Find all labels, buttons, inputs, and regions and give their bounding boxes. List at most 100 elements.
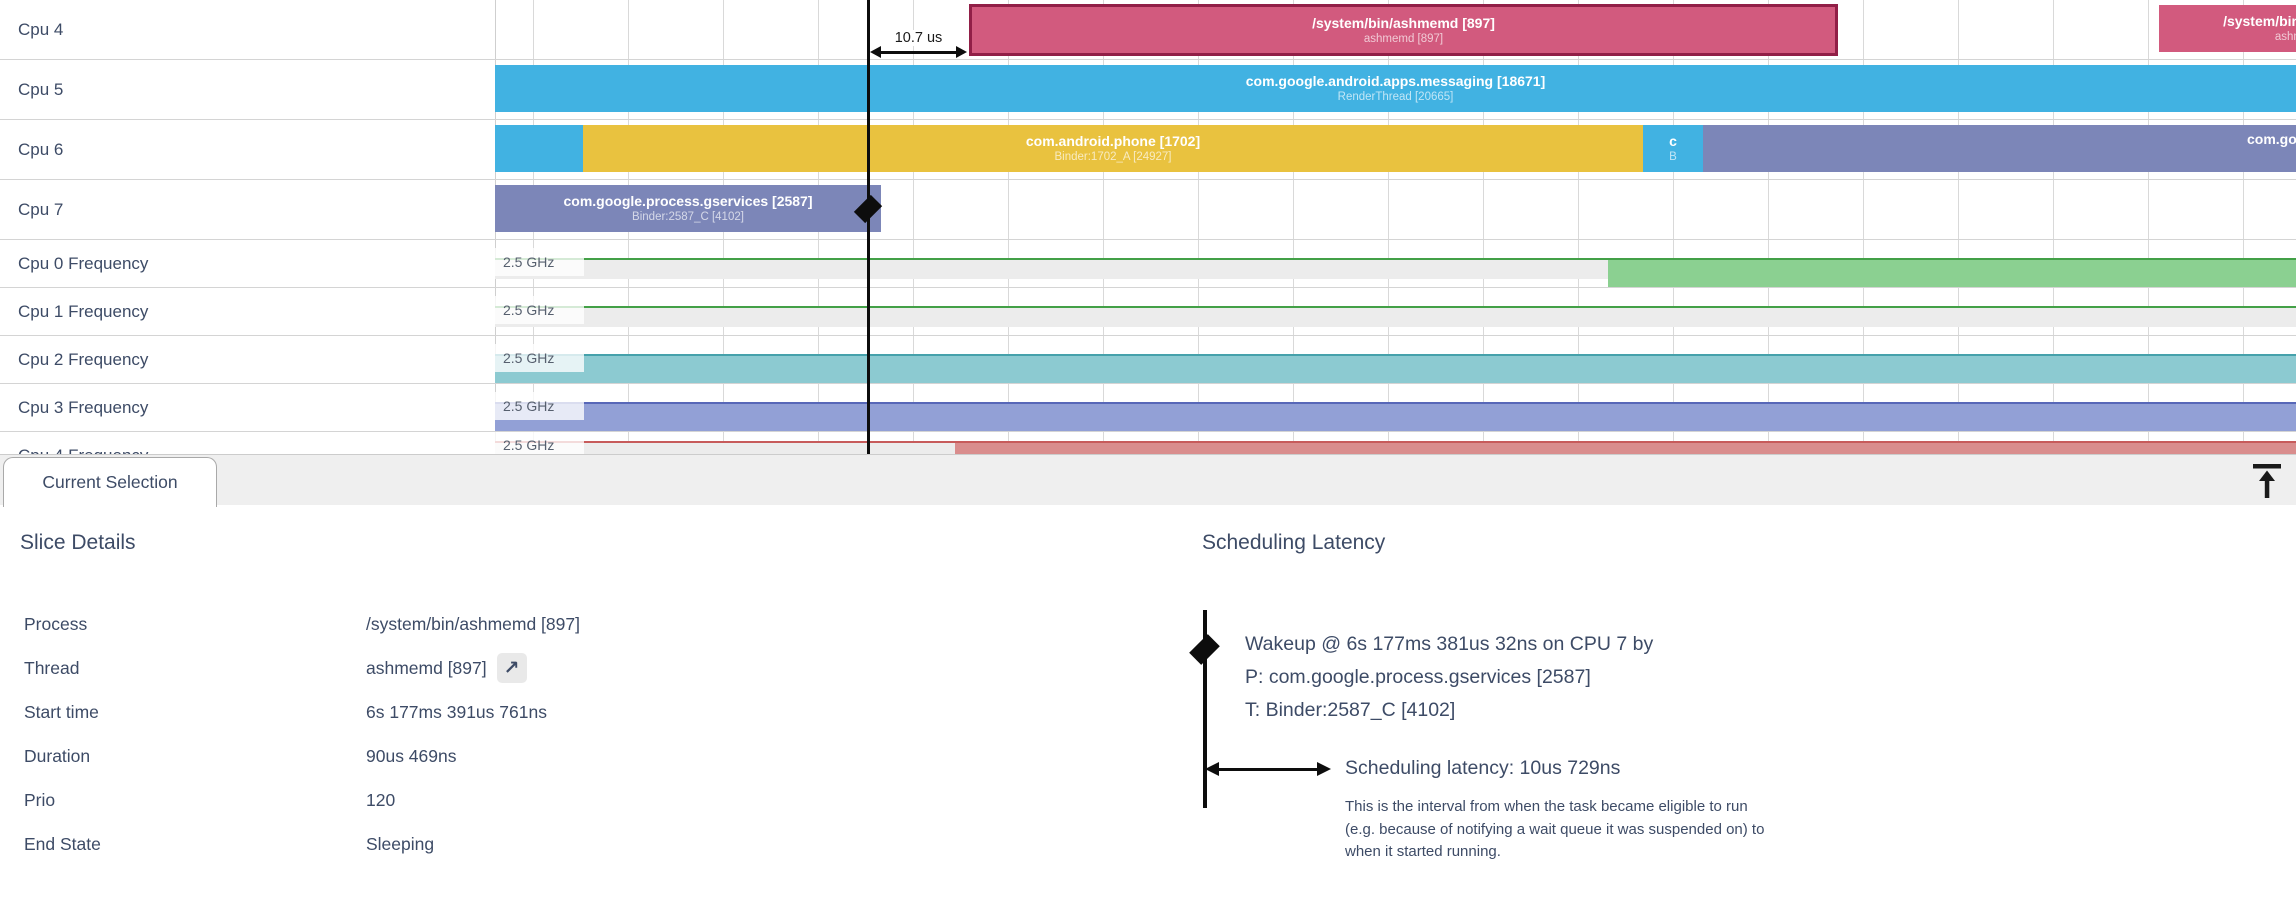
counter-value-chip: 2.5 GHz [495, 248, 584, 276]
track-label-cpu-0-frequency: Cpu 0 Frequency [18, 254, 149, 273]
slice[interactable]: /system/bin/ashmemd [897]ashmemd [897] [2159, 5, 2296, 52]
track-separator [0, 119, 2296, 120]
track-label-cpu-7: Cpu 7 [18, 200, 64, 219]
tab-current-selection[interactable]: Current Selection [3, 457, 217, 507]
wakeup-line: P: com.google.process.gservices [2587] [1245, 666, 1591, 688]
counter-value-label: 2.5 GHz [503, 398, 555, 414]
track-label-cpu-4-frequency: Cpu 4 Frequency [18, 446, 148, 454]
track-separator [0, 179, 2296, 180]
counter-value-label: 2.5 GHz [503, 437, 555, 453]
slice[interactable]: com.google.process.gservices [2587]Binde… [495, 185, 881, 232]
timeline-track-area[interactable]: Cpu 4/system/bin/ashmemd [897]ashmemd [8… [0, 0, 2296, 454]
track-label-cpu-1-frequency: Cpu 1 Frequency [18, 302, 149, 321]
slice-subtitle: Binder:1702_A [24927] [1054, 151, 1172, 163]
track-separator [0, 287, 2296, 288]
counter-area-idle[interactable] [495, 307, 2296, 327]
counter-value-line [495, 306, 2296, 308]
detail-label: End State [24, 833, 101, 854]
latency-diagram-wakeup-diamond-icon [1189, 634, 1220, 665]
scheduling-latency-value: Scheduling latency: 10us 729ns [1345, 757, 1621, 779]
latency-arrow-left-head-icon [1205, 762, 1219, 776]
range-arrow-right-head-icon [956, 46, 967, 58]
range-arrow [877, 51, 960, 54]
counter-area-idle[interactable] [495, 259, 1608, 279]
slice[interactable] [495, 125, 583, 172]
counter-value-line [955, 441, 2296, 443]
detail-label: Thread [24, 657, 80, 678]
counter-value-label: 2.5 GHz [503, 254, 555, 270]
detail-row-duration: Duration 90us 469ns [24, 734, 580, 778]
dock-to-top-icon[interactable] [2248, 460, 2286, 507]
details-panel: Slice Details Process/system/bin/ashmemd… [0, 505, 2296, 898]
details-panel-header: Current Selection [0, 454, 2296, 507]
counter-value-line [495, 258, 1608, 260]
counter-area-active[interactable] [495, 403, 2296, 431]
counter-value-line [495, 354, 2296, 356]
slice[interactable]: com.android.phone [1702]Binder:1702_A [2… [583, 125, 1643, 172]
selection-cursor-line [867, 0, 870, 454]
counter-value-chip: 2.5 GHz [495, 296, 584, 324]
track-separator [0, 335, 2296, 336]
gridline [1958, 0, 1959, 454]
detail-value: /system/bin/ashmemd [897] [366, 613, 580, 634]
detail-label: Process [24, 613, 88, 634]
detail-value: 6s 177ms 391us 761ns [366, 701, 547, 722]
gridline [1103, 0, 1104, 454]
detail-value: ashmemd [897]↗ [366, 653, 527, 683]
gridline [1008, 0, 1009, 454]
counter-area-active[interactable] [1608, 259, 2296, 287]
detail-row-process: Process/system/bin/ashmemd [897] [24, 602, 580, 646]
detail-label: Duration [24, 745, 91, 766]
gridline [1578, 0, 1579, 454]
detail-row-start-time: Start time 6s 177ms 391us 761ns [24, 690, 580, 734]
counter-value-line [495, 402, 2296, 404]
detail-value: 120 [366, 789, 396, 810]
gridline [913, 0, 914, 454]
gridline [1293, 0, 1294, 454]
range-arrow-left-head-icon [870, 46, 881, 58]
counter-value-line [495, 441, 955, 443]
open-thread-icon[interactable]: ↗ [496, 653, 527, 683]
slice-subtitle: RenderThread [20665] [1337, 91, 1454, 103]
gridline [1388, 0, 1389, 454]
track-label-cpu-3-frequency: Cpu 3 Frequency [18, 398, 149, 417]
slice[interactable]: com.google.process.gservices [2587] [1703, 125, 2296, 172]
detail-label: Start time [24, 701, 99, 722]
gridline [2148, 0, 2149, 454]
scheduling-latency-heading: Scheduling Latency [1202, 531, 1386, 554]
counter-area-active[interactable] [955, 442, 2296, 454]
track-separator [0, 383, 2296, 384]
slice-title: com.google.process.gservices [2587] [563, 193, 813, 209]
slice-details-heading: Slice Details [20, 531, 136, 554]
counter-value-chip: 2.5 GHz [495, 344, 584, 372]
slice-title: /system/bin/ashmemd [897] [2223, 13, 2296, 29]
wakeup-line: Wakeup @ 6s 177ms 381us 32ns on CPU 7 by [1245, 633, 1654, 655]
track-label-cpu-6: Cpu 6 [18, 140, 64, 159]
gridline [1483, 0, 1484, 454]
range-duration-label: 10.7 us [890, 30, 947, 46]
slice-title: /system/bin/ashmemd [897] [1312, 14, 1495, 31]
track-label-cpu-4: Cpu 4 [18, 20, 64, 39]
slice[interactable]: /system/bin/ashmemd [897]ashmemd [897] [969, 4, 1838, 56]
scheduling-latency-description: This is the interval from when the task … [1345, 798, 1765, 860]
counter-value-chip: 2.5 GHz [495, 392, 584, 420]
gridline [1673, 0, 1674, 454]
detail-value: 90us 469ns [366, 745, 457, 766]
slice-title: com.google.android.apps.messaging [18671… [1245, 73, 1546, 89]
latency-arrow [1210, 768, 1322, 771]
latency-arrow-right-head-icon [1317, 762, 1331, 776]
counter-area-idle[interactable] [495, 442, 955, 454]
counter-area-active[interactable] [495, 355, 2296, 383]
counter-value-chip: 2.5 GHz [495, 431, 584, 454]
track-separator [0, 239, 2296, 240]
wakeup-line: T: Binder:2587_C [4102] [1245, 699, 1456, 721]
gridline [1768, 0, 1769, 454]
counter-value-label: 2.5 GHz [503, 302, 555, 318]
detail-row-thread: Thread ashmemd [897]↗ [24, 646, 580, 690]
slice[interactable]: com.google.android.apps.messaging [18671… [495, 65, 2296, 112]
arrow-up-right-icon: ↗ [503, 657, 520, 679]
detail-value: Sleeping [366, 833, 435, 854]
